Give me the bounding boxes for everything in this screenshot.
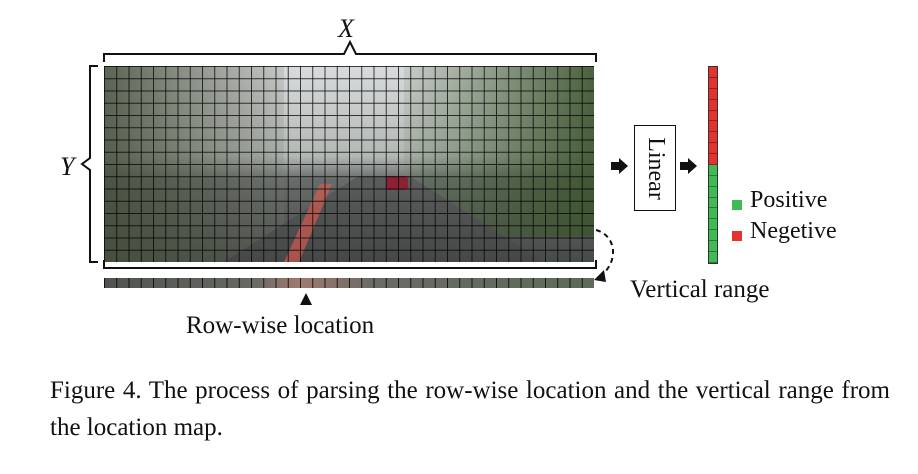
range-cell-positive [709, 251, 717, 263]
legend-positive-label: Positive [750, 187, 828, 213]
range-cell-positive [709, 197, 717, 209]
legend-positive-swatch [732, 200, 742, 210]
range-cell-negative [709, 99, 717, 111]
range-cell-negative [709, 121, 717, 133]
figure-caption: Figure 4. The process of parsing the row… [50, 377, 890, 441]
row-wise-strip [104, 278, 594, 288]
legend-negative-label: Negetive [750, 218, 837, 244]
legend-negative-swatch [732, 231, 742, 241]
range-cell-positive [709, 175, 717, 187]
range-cell-negative [709, 110, 717, 122]
range-cell-negative [709, 154, 717, 165]
y-axis-label: Y [60, 152, 75, 181]
arrow-right-icon [680, 158, 697, 174]
range-cell-positive [709, 219, 717, 231]
row-wise-location-label: Row-wise location [186, 312, 375, 339]
range-cell-negative [709, 143, 717, 154]
linear-layer-box: Linear [634, 125, 676, 211]
arrow-right-icon [611, 158, 628, 174]
bottom-bracket [103, 260, 597, 269]
dashed-arrow-icon [594, 229, 614, 282]
range-cell-positive [709, 164, 717, 176]
range-cell-negative [709, 88, 717, 100]
y-brace [80, 65, 98, 263]
range-cell-positive [709, 208, 717, 220]
linear-label: Linear [642, 136, 669, 200]
range-cell-positive [709, 230, 717, 241]
vertical-range-label: Vertical range [630, 276, 770, 303]
grid-overlay [104, 66, 594, 262]
range-cell-positive [709, 186, 717, 198]
range-cell-positive [709, 241, 717, 252]
x-axis-label: X [338, 14, 354, 43]
range-cell-negative [709, 77, 717, 89]
range-cell-negative [709, 67, 717, 78]
up-triangle-icon [300, 293, 312, 305]
x-brace [103, 40, 597, 62]
vertical-range-bar [708, 66, 718, 264]
range-cell-negative [709, 132, 717, 144]
location-map-image [104, 66, 594, 262]
